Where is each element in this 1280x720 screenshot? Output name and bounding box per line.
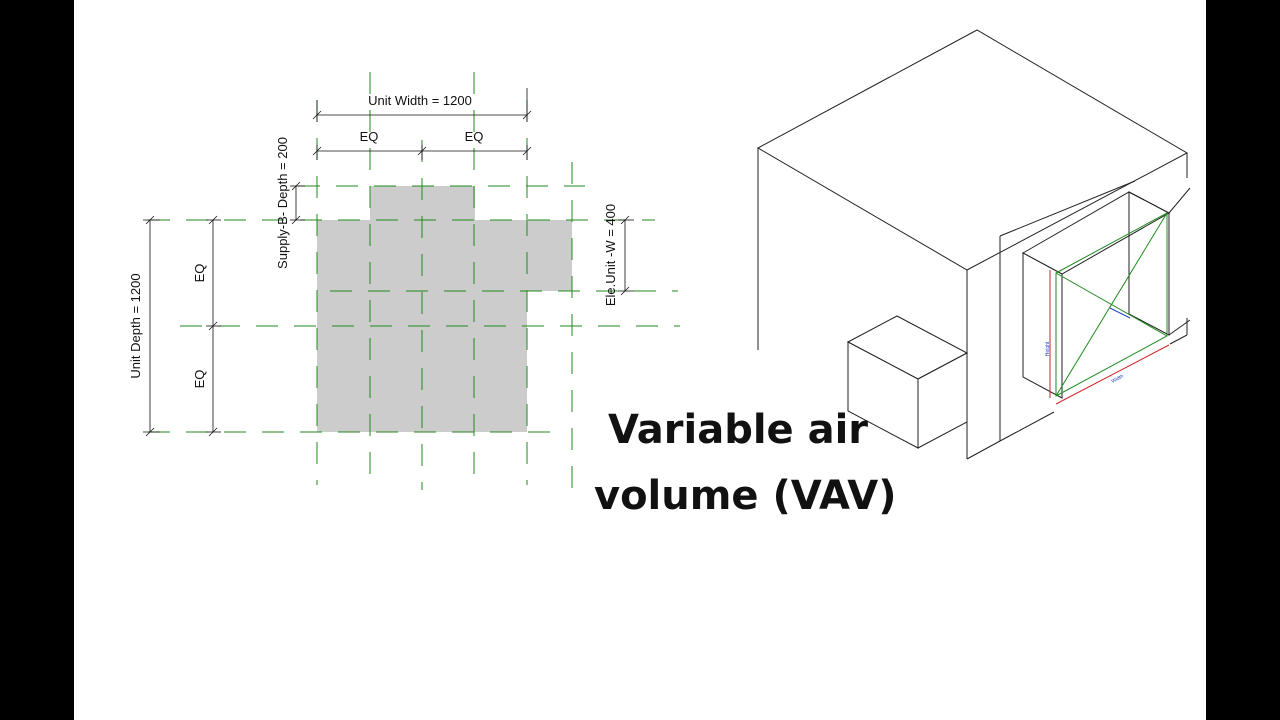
reference-planes — [148, 72, 680, 490]
connector-box — [1021, 187, 1191, 399]
main-box — [756, 29, 1189, 460]
eq-label-right: EQ — [465, 129, 484, 144]
connector-face — [1049, 212, 1170, 405]
drawing-svg: Unit Width = 1200 EQ EQ Supply-B- Depth … — [128, 29, 1191, 490]
width-param-label: Width — [1110, 373, 1124, 384]
drawing-canvas: Unit Width = 1200 EQ EQ Supply-B- Depth … — [74, 0, 1206, 720]
dimension-lines — [143, 88, 634, 437]
eq-label-upper: EQ — [192, 264, 207, 283]
isometric-view: Height Width — [756, 29, 1191, 460]
plan-view: Unit Width = 1200 EQ EQ Supply-B- Depth … — [128, 72, 680, 490]
unit-depth-label: Unit Depth = 1200 — [128, 273, 143, 378]
ele-unit-label: Ele.Unit -W = 400 — [603, 204, 618, 306]
eq-label-lower: EQ — [192, 370, 207, 389]
unit-width-label: Unit Width = 1200 — [368, 93, 472, 108]
electrical-unit — [527, 220, 572, 291]
title-line-2: volume (VAV) — [594, 473, 897, 519]
height-param-label: Height — [1045, 341, 1051, 356]
title-line-1: Variable air — [608, 407, 869, 453]
eq-label-left: EQ — [360, 129, 379, 144]
supply-depth-label: Supply-B- Depth = 200 — [275, 137, 290, 269]
duct-box — [846, 315, 969, 449]
